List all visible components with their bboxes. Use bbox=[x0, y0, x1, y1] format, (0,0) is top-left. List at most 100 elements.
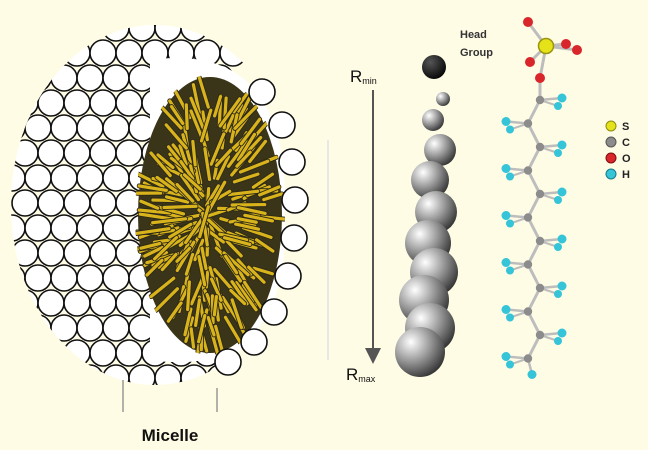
legend-label: H bbox=[622, 169, 630, 181]
hydrogen-atom bbox=[558, 94, 567, 103]
head-sphere bbox=[77, 15, 103, 41]
hydrogen-atom bbox=[558, 282, 567, 291]
tail-bead bbox=[436, 92, 450, 106]
head-sphere bbox=[51, 115, 77, 141]
head-sphere bbox=[38, 290, 64, 316]
head-sphere bbox=[12, 340, 38, 366]
oxygen-atom bbox=[523, 17, 533, 27]
head-sphere bbox=[129, 365, 155, 391]
r-max-label: Rmax bbox=[346, 365, 376, 384]
head-sphere bbox=[12, 40, 38, 66]
head-sphere bbox=[38, 240, 64, 266]
legend-label: S bbox=[622, 121, 629, 133]
head-sphere bbox=[77, 65, 103, 91]
coarse-grained-bead-chain bbox=[395, 55, 458, 377]
head-sphere bbox=[0, 65, 25, 91]
head-sphere bbox=[51, 165, 77, 191]
head-sphere bbox=[64, 290, 90, 316]
head-sphere bbox=[25, 215, 51, 241]
head-sphere bbox=[25, 165, 51, 191]
head-sphere bbox=[103, 15, 129, 41]
head-sphere bbox=[0, 215, 25, 241]
head-sphere bbox=[207, 15, 233, 41]
carbon-atom bbox=[524, 260, 532, 268]
head-sphere bbox=[38, 90, 64, 116]
head-sphere bbox=[116, 340, 142, 366]
head-sphere bbox=[90, 40, 116, 66]
carbon-atom bbox=[536, 96, 544, 104]
tail-bead bbox=[395, 327, 445, 377]
head-sphere bbox=[12, 140, 38, 166]
head-sphere bbox=[0, 315, 25, 341]
head-sphere bbox=[0, 365, 25, 391]
head-sphere bbox=[51, 15, 77, 41]
head-sphere bbox=[51, 265, 77, 291]
head-sphere bbox=[38, 40, 64, 66]
rim-sphere bbox=[269, 112, 295, 138]
hydrogen-atom bbox=[506, 314, 514, 322]
rim-sphere bbox=[279, 149, 305, 175]
oxygen-atom bbox=[561, 39, 571, 49]
head-sphere bbox=[116, 40, 142, 66]
atom-legend: SCOH bbox=[606, 121, 631, 181]
hydrogen-atom bbox=[506, 361, 514, 369]
hydrogen-atom bbox=[528, 370, 537, 379]
head-sphere bbox=[116, 140, 142, 166]
head-sphere bbox=[25, 65, 51, 91]
head-sphere bbox=[129, 15, 155, 41]
hydrogen-atom bbox=[502, 211, 511, 220]
head-sphere bbox=[64, 40, 90, 66]
head-sphere bbox=[51, 365, 77, 391]
hydrogen-atom bbox=[502, 258, 511, 267]
carbon-atom bbox=[524, 307, 532, 315]
head-sphere bbox=[116, 290, 142, 316]
rim-sphere bbox=[215, 349, 241, 375]
rim-sphere bbox=[249, 79, 275, 105]
legend-swatch bbox=[606, 121, 616, 131]
tail-rod bbox=[214, 297, 216, 315]
head-group-label-line2: Group bbox=[460, 47, 493, 59]
hydrogen-atom bbox=[506, 173, 514, 181]
hydrogen-atom bbox=[554, 196, 562, 204]
head-sphere bbox=[38, 140, 64, 166]
legend-label: C bbox=[622, 137, 630, 149]
head-sphere bbox=[103, 165, 129, 191]
carbon-atom bbox=[524, 119, 532, 127]
hydrogen-atom bbox=[506, 126, 514, 134]
head-sphere bbox=[64, 140, 90, 166]
head-sphere bbox=[25, 115, 51, 141]
head-sphere bbox=[51, 65, 77, 91]
head-sphere bbox=[103, 365, 129, 391]
head-sphere bbox=[181, 15, 207, 41]
rim-sphere bbox=[241, 329, 267, 355]
head-sphere bbox=[103, 315, 129, 341]
oxygen-atom bbox=[535, 73, 545, 83]
head-sphere bbox=[25, 365, 51, 391]
head-sphere bbox=[51, 215, 77, 241]
head-sphere bbox=[12, 90, 38, 116]
head-group-label-line1: Head bbox=[460, 29, 487, 41]
head-sphere bbox=[0, 165, 25, 191]
hydrogen-atom bbox=[554, 149, 562, 157]
hydrogen-atom bbox=[554, 102, 562, 110]
hydrogen-atom bbox=[502, 164, 511, 173]
head-sphere bbox=[0, 265, 25, 291]
carbon-atom bbox=[524, 166, 532, 174]
rim-sphere bbox=[261, 299, 287, 325]
head-sphere bbox=[38, 340, 64, 366]
head-sphere bbox=[90, 290, 116, 316]
tail-bead bbox=[422, 109, 444, 131]
head-sphere bbox=[64, 90, 90, 116]
legend-swatch bbox=[606, 169, 616, 179]
head-sphere bbox=[77, 365, 103, 391]
tail-rod bbox=[164, 206, 196, 207]
head-sphere bbox=[77, 265, 103, 291]
head-sphere bbox=[12, 240, 38, 266]
carbon-atom bbox=[536, 190, 544, 198]
hydrogen-atom bbox=[558, 141, 567, 150]
head-sphere bbox=[90, 140, 116, 166]
hydrogen-atom bbox=[558, 235, 567, 244]
head-sphere bbox=[64, 240, 90, 266]
carbon-atom bbox=[536, 331, 544, 339]
